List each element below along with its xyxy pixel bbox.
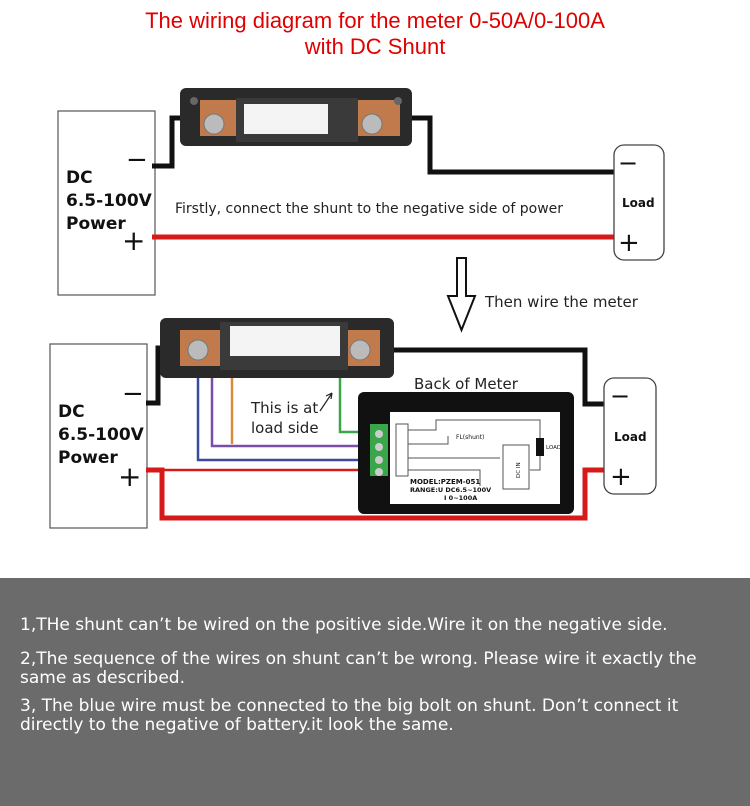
power-plus-symbol: + [122,224,145,257]
shunt-label-plate [244,104,328,134]
sticker-load: LOAD [546,445,561,451]
sticker-dcin-box [502,444,530,490]
note-2: 2,The sequence of the wires on shunt can… [20,649,697,688]
power-minus-symbol: − [122,379,144,409]
load-label: Load [622,196,655,210]
load-plus-symbol: + [610,462,632,492]
title-line-1: The wiring diagram for the meter 0-50A/0… [145,8,605,33]
sticker-line [408,469,481,486]
load-minus-symbol: − [618,149,638,177]
terminal-screw [375,430,383,438]
bottom-diagram: DC 6.5-100V Power − + This is at load si… [49,318,657,529]
shunt-screw [394,97,402,105]
wire-blue [196,378,382,462]
power-label-dc: DC [58,402,85,422]
sticker-line [408,436,449,445]
sticker-line [530,452,541,471]
power-label-voltage: 6.5-100V [66,191,153,211]
shunt-bolt-right [349,339,371,361]
load-minus-symbol: − [610,382,630,410]
power-box-bottom [49,343,148,529]
shunt-bolt-left [203,113,225,135]
wiring-diagram: DC 6.5-100V Power − + − Load + Firstly, … [49,88,665,529]
power-label-dc: DC [66,168,93,188]
load-label: Load [614,430,647,444]
load-side-arrowhead-icon [325,392,333,400]
load-side-label-line-2: load side [251,419,319,437]
load-box-top [613,144,665,261]
down-arrow: Then wire the meter [446,257,639,333]
back-of-meter-label: Back of Meter [414,375,519,393]
shunt-bolt-right [361,113,383,135]
top-diagram: DC 6.5-100V Power − + − Load + Firstly, … [57,88,665,296]
sticker-terminal-outline [395,423,409,477]
wire-purple [210,378,382,448]
sticker-line [408,419,541,440]
shunt-bolt-left [187,339,209,361]
sticker-range-current: I 0~100A [444,494,477,502]
sticker-fl-shunt: FL(shunt) [456,434,484,441]
shunt-bottom [160,318,394,378]
power-label-voltage: 6.5-100V [58,425,145,445]
power-minus-symbol: − [126,145,148,175]
page-title: The wiring diagram for the meter 0-50A/0… [0,8,750,60]
load-plus-symbol: + [618,228,640,258]
down-arrow-icon [446,257,477,333]
sticker-load-resistor [536,438,544,456]
note-3: 3, The blue wire must be connected to th… [20,696,679,735]
wire-black-shunt-to-load [394,347,610,407]
power-label-power: Power [66,214,126,234]
sticker-dc-in: DC IN [516,462,522,478]
meter-back: FL(shunt) LOAD DC IN MODEL:PZEM-051 RANG… [358,392,574,514]
load-box-bottom [603,377,657,495]
shunt-screw [190,97,198,105]
terminal-screw [375,456,383,464]
power-box-top [57,110,156,296]
sticker-range-voltage: RANGE:U DC6.5~100V [410,486,491,494]
instruction-text: Firstly, connect the shunt to the negati… [175,201,563,217]
sticker-model: MODEL:PZEM-051 [410,478,480,486]
shunt-label-plate [230,326,340,356]
terminal-screw [375,468,383,476]
note-1: 1,THe shunt can’t be wired on the positi… [20,615,668,635]
load-side-label-line-1: This is at [250,399,318,417]
load-side-pointer [319,392,333,412]
notes-panel: 1,THe shunt can’t be wired on the positi… [0,578,750,806]
power-label-power: Power [58,448,118,468]
shunt-top [180,88,412,146]
title-line-2: with DC Shunt [304,34,446,59]
power-plus-symbol: + [118,460,141,493]
arrow-label: Then wire the meter [484,293,639,311]
meter-schematic [395,419,541,490]
terminal-screw [375,443,383,451]
wire-black-shunt-to-load [400,115,614,175]
